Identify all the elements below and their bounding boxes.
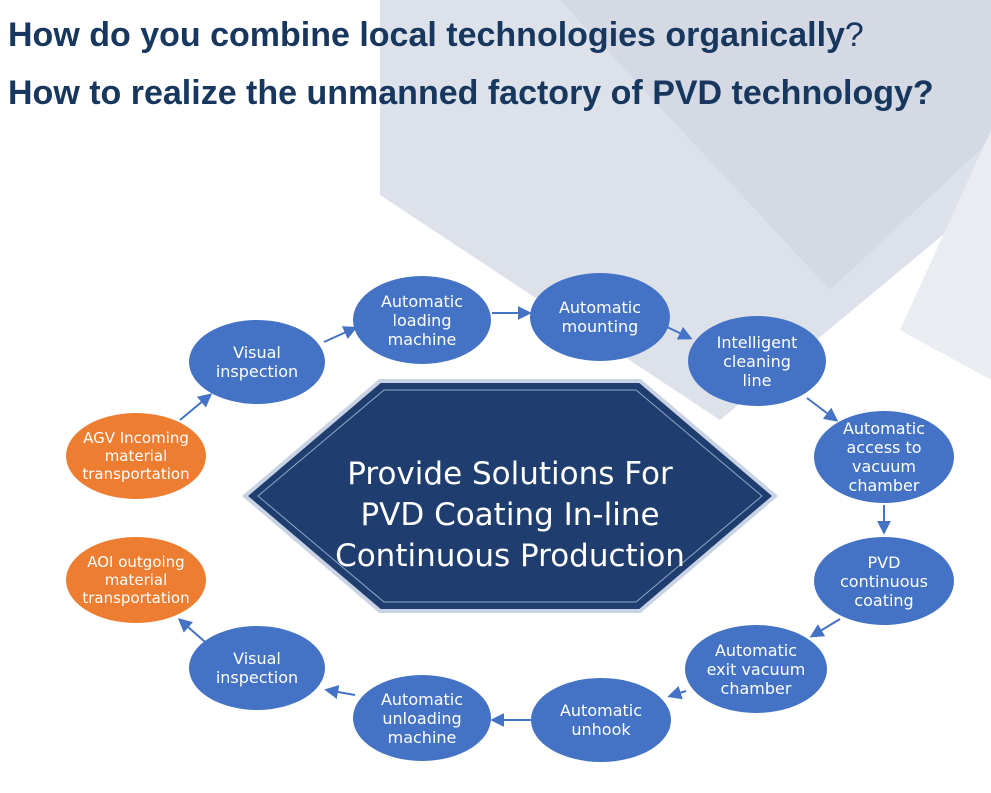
node-automatic-mounting-line-1: Automatic bbox=[558, 298, 642, 317]
node-automatic-exit-vacuum-chamber-line-1: Automatic bbox=[714, 640, 798, 660]
center-hexagon bbox=[241, 379, 779, 613]
flow-arrow-1 bbox=[323, 326, 358, 343]
center-hexagon-inner-border bbox=[257, 389, 763, 603]
node-intelligent-cleaning-line-line-3: line bbox=[742, 370, 772, 390]
node-automatic-unloading-machine-line-1: Automatic bbox=[380, 689, 464, 709]
heading-question-1-mark: ? bbox=[844, 16, 864, 54]
node-visual-inspection-bottom-line-2: inspection bbox=[215, 668, 299, 687]
node-aoi-outgoing-material-transportation-line-1: AOI outgoing bbox=[87, 553, 185, 571]
node-automatic-unloading-machine-line-3: machine bbox=[387, 727, 457, 747]
node-intelligent-cleaning-line-line-2: cleaning bbox=[723, 351, 791, 371]
node-automatic-unhook-line-2: unhook bbox=[571, 720, 631, 739]
node-agv-incoming-material-transportation-line-3: transportation bbox=[82, 465, 190, 483]
node-visual-inspection-top-line-2: inspection bbox=[215, 362, 299, 381]
flow-arrow-6 bbox=[809, 618, 841, 638]
center-line-2: PVD Coating In-line bbox=[360, 496, 660, 533]
node-visual-inspection-top-line-1: Visual bbox=[233, 343, 281, 362]
node-agv-incoming-material-transportation-line-1: AGV Incoming bbox=[83, 429, 189, 447]
node-automatic-unhook-line-1: Automatic bbox=[559, 701, 643, 720]
node-automatic-access-to-vacuum-chamber-line-1: Automatic bbox=[842, 419, 926, 438]
node-automatic-loading-machine-line-1: Automatic bbox=[380, 291, 464, 311]
node-automatic-loading-machine-line-2: loading bbox=[392, 310, 452, 330]
node-automatic-access-to-vacuum-chamber-line-2: access to bbox=[846, 438, 922, 457]
node-pvd-continuous-coating-line-3: coating bbox=[854, 590, 914, 610]
node-pvd-continuous-coating-line-1: PVD bbox=[867, 552, 901, 572]
node-automatic-loading-machine-line-3: machine bbox=[387, 329, 457, 349]
node-agv-incoming-material-transportation-line-2: material bbox=[104, 447, 168, 465]
heading-question-1: How do you combine local technologies or… bbox=[8, 16, 864, 55]
background-shape-right bbox=[900, 130, 991, 380]
flow-arrow-4 bbox=[806, 397, 839, 422]
node-automatic-exit-vacuum-chamber-line-2: exit vacuum bbox=[706, 659, 806, 679]
node-automatic-exit-vacuum-chamber-line-3: chamber bbox=[720, 678, 792, 698]
heading-question-2: How to realize the unmanned factory of P… bbox=[8, 74, 934, 112]
flow-arrow-3 bbox=[666, 326, 693, 340]
node-automatic-unloading-machine-line-2: unloading bbox=[382, 708, 462, 728]
background-shape-upper bbox=[560, 0, 991, 290]
flow-arrow-9 bbox=[324, 685, 356, 699]
flow-arrow-11 bbox=[179, 393, 213, 421]
flow-arrow-7 bbox=[667, 685, 687, 700]
node-automatic-access-to-vacuum-chamber-line-4: chamber bbox=[848, 476, 920, 495]
node-aoi-outgoing-material-transportation-line-3: transportation bbox=[82, 589, 190, 607]
heading-question-1-text: How do you combine local technologies or… bbox=[8, 16, 845, 54]
node-visual-inspection-bottom-line-1: Visual bbox=[233, 649, 281, 668]
node-automatic-mounting-line-2: mounting bbox=[561, 317, 639, 336]
node-intelligent-cleaning-line-line-1: Intelligent bbox=[716, 332, 798, 352]
node-aoi-outgoing-material-transportation-line-2: material bbox=[104, 571, 168, 589]
node-pvd-continuous-coating-line-2: continuous bbox=[840, 571, 928, 591]
node-automatic-access-to-vacuum-chamber-line-3: vacuum bbox=[852, 457, 916, 476]
center-line-1: Provide Solutions For bbox=[347, 455, 673, 492]
center-solution-text: Provide Solutions For PVD Coating In-lin… bbox=[290, 440, 730, 590]
center-line-3: Continuous Production bbox=[335, 537, 685, 574]
